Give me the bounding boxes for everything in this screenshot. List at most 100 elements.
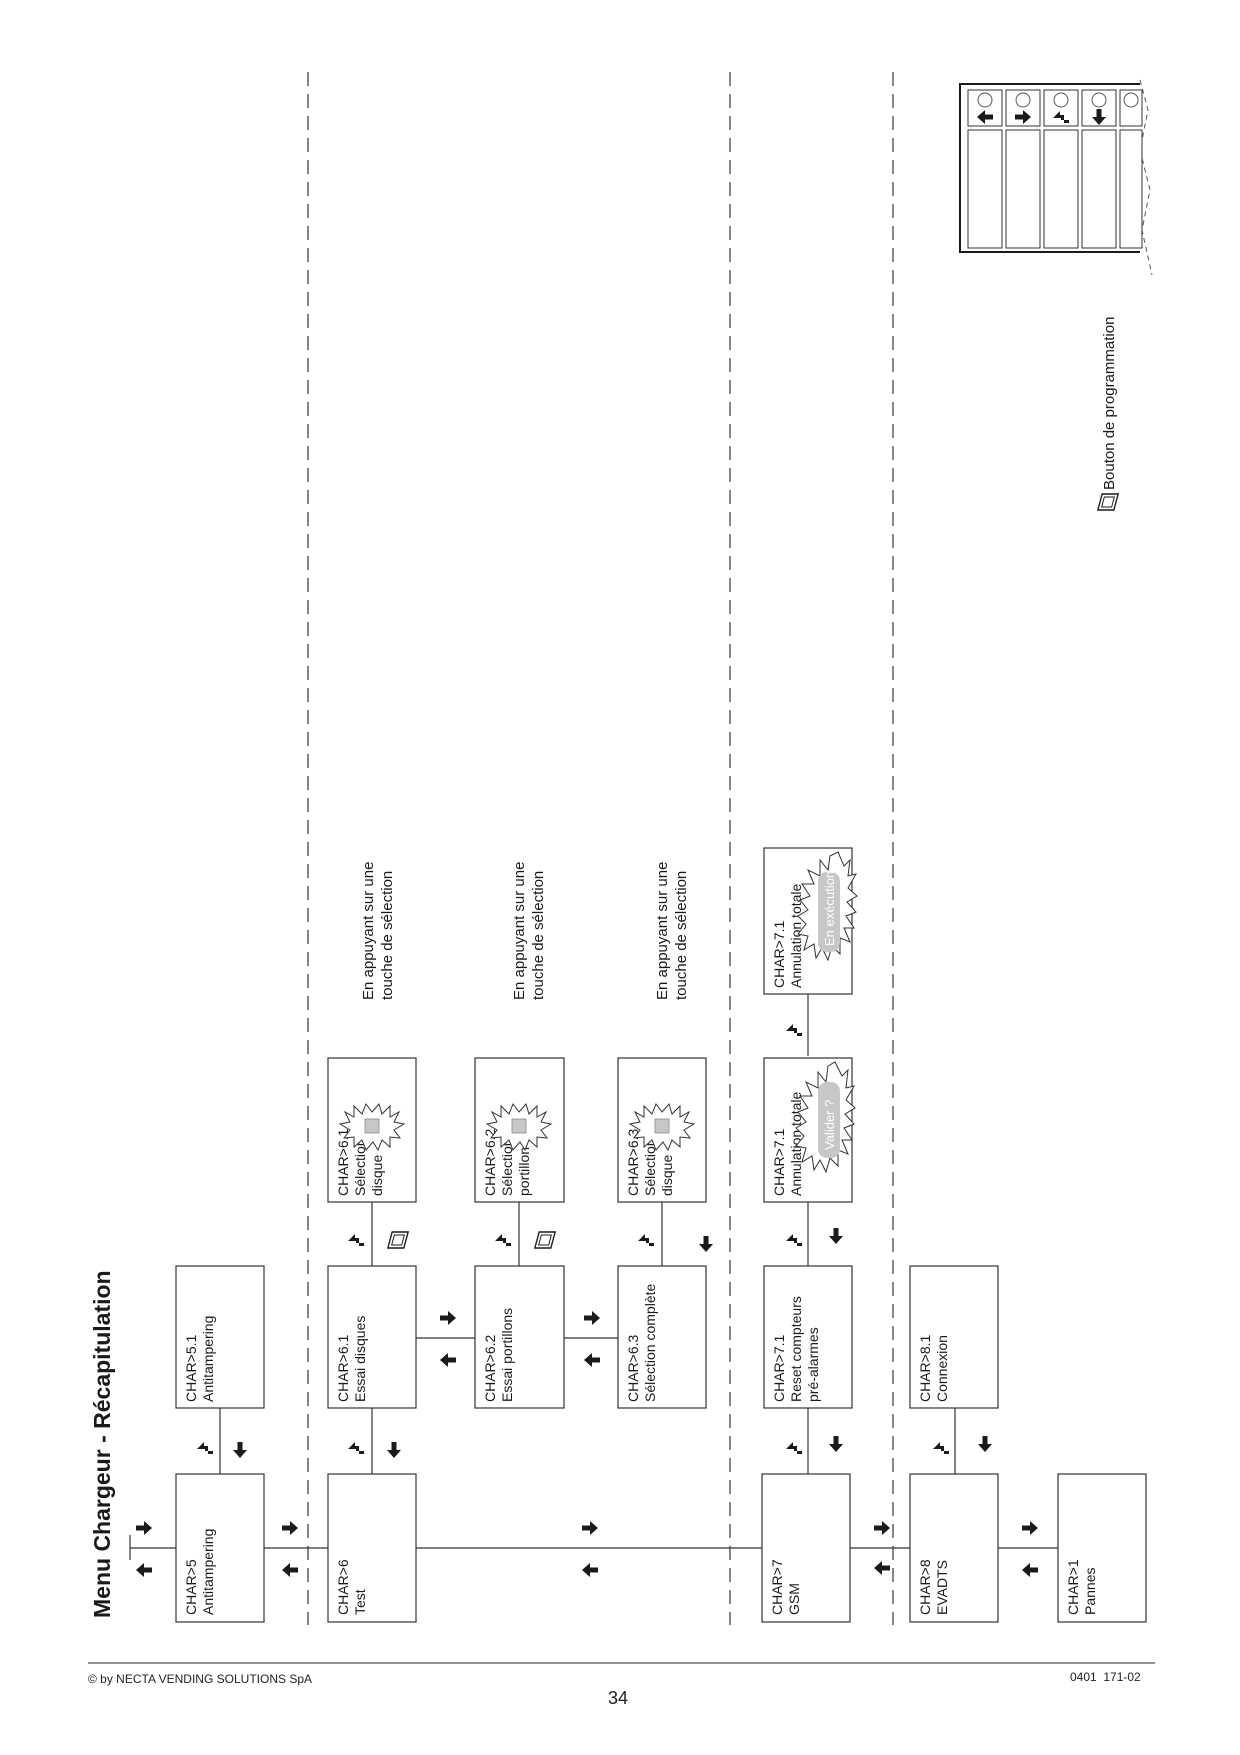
box-label: Connexion <box>934 1335 950 1402</box>
footer-copyright: © by NECTA VENDING SOLUTIONS SpA <box>88 1672 313 1686</box>
menu-box-char6-2-select: CHAR>6.2Sélectionnerportillon <box>474 1057 565 1203</box>
enter-arrow-icon <box>348 1234 364 1246</box>
svg-text:CHAR>8.1Connexion: CHAR>8.1Connexion <box>917 1334 950 1402</box>
navigation-arrows <box>136 1024 1038 1577</box>
enter-arrow-icon <box>638 1234 654 1246</box>
menu-box-char5: CHAR>5Antitampering <box>175 1473 265 1623</box>
box-label: Essai disques <box>352 1316 368 1402</box>
arrow-left-icon <box>584 1353 600 1367</box>
arrow-right-icon <box>440 1311 456 1325</box>
selection-button-icon <box>534 1231 556 1249</box>
enter-arrow-icon <box>786 1442 802 1454</box>
svg-text:CHAR>5.1Antitampering: CHAR>5.1Antitampering <box>183 1316 216 1402</box>
menu-box-char8-1: CHAR>8.1Connexion <box>909 1265 999 1409</box>
arrow-down-icon <box>387 1442 401 1458</box>
arrow-down-icon <box>829 1436 843 1452</box>
box-label: EVADTS <box>934 1560 950 1615</box>
box-code: CHAR>6.3 <box>625 1128 641 1196</box>
svg-text:CHAR>7.1Reset compteurspré-ala: CHAR>7.1Reset compteurspré-alarmes <box>771 1296 821 1402</box>
box-label: Sélection complète <box>642 1283 658 1402</box>
box-label: Antitampering <box>200 1529 216 1615</box>
menu-box-char6-3: CHAR>6.3Sélection complète <box>617 1265 707 1409</box>
box-code: CHAR>5.1 <box>183 1334 199 1402</box>
svg-text:CHAR>5Antitampering: CHAR>5Antitampering <box>183 1529 216 1615</box>
arrow-right-icon <box>584 1311 600 1325</box>
menu-box-char5-1: CHAR>5.1Antitampering <box>175 1265 265 1409</box>
menu-box-char6-1: CHAR>6.1Essai disques <box>327 1265 417 1409</box>
svg-text:CHAR>7.1Annulation totale: CHAR>7.1Annulation totale <box>771 1091 804 1196</box>
confirm-prompt: Valider ? <box>822 1100 837 1150</box>
box-code: CHAR>1 <box>1065 1559 1081 1615</box>
svg-text:CHAR>7.1Annulation totale: CHAR>7.1Annulation totale <box>771 883 804 988</box>
box-code: CHAR>7.1 <box>771 1128 787 1196</box>
box-label: Pannes <box>1082 1568 1098 1615</box>
box-label: Annulation totale <box>788 1091 804 1196</box>
page-title: Menu Chargeur - Récapitulation <box>89 1270 115 1618</box>
enter-arrow-icon <box>786 1234 802 1246</box>
box-label-2: portillon <box>516 1147 532 1196</box>
box-code: CHAR>7.1 <box>771 1334 787 1402</box>
box-code: CHAR>8.1 <box>917 1334 933 1402</box>
box-label-2: disque <box>659 1155 675 1196</box>
selection-button-icon <box>387 1231 409 1249</box>
box-label: Annulation totale <box>788 883 804 988</box>
arrow-left-icon <box>582 1563 598 1577</box>
arrow-down-icon <box>699 1236 713 1252</box>
arrow-right-icon <box>282 1521 298 1535</box>
box-code: CHAR>6.2 <box>482 1128 498 1196</box>
arrow-left-icon <box>874 1561 890 1575</box>
box-code: CHAR>8 <box>917 1559 933 1615</box>
box-label: Test <box>352 1589 368 1615</box>
menu-box-char8: CHAR>8EVADTS <box>909 1473 999 1623</box>
menu-box-char6-1-select: CHAR>6.1Sélectionnerdisque <box>327 1057 417 1203</box>
svg-text:CHAR>8EVADTS: CHAR>8EVADTS <box>917 1559 950 1615</box>
menu-box-char7-1-validate: CHAR>7.1Annulation totale Valider ? <box>763 1057 856 1203</box>
svg-text:CHAR>7GSM: CHAR>7GSM <box>769 1559 802 1615</box>
arrow-down-icon <box>233 1442 247 1458</box>
menu-box-char7: CHAR>7GSM <box>761 1473 851 1623</box>
box-label-2: pré-alarmes <box>805 1327 821 1402</box>
page-number: 34 <box>608 1688 629 1708</box>
box-label: Antitampering <box>200 1316 216 1402</box>
executing-status: En exécution <box>822 871 837 946</box>
arrow-right-icon <box>136 1521 152 1535</box>
legend-label: Bouton de programmation <box>1101 317 1118 490</box>
arrow-left-icon <box>440 1353 456 1367</box>
box-label: Reset compteurs <box>788 1296 804 1402</box>
svg-text:CHAR>6.3Sélection complète: CHAR>6.3Sélection complète <box>625 1283 658 1402</box>
enter-arrow-icon <box>933 1442 949 1454</box>
doc-code: 0401 171-02 <box>1070 1670 1141 1684</box>
arrow-left-icon <box>136 1563 152 1577</box>
menu-box-char6-2: CHAR>6.2Essai portillons <box>474 1265 565 1409</box>
arrow-down-icon <box>978 1436 992 1452</box>
enter-arrow-icon <box>786 1024 802 1036</box>
arrow-down-icon <box>829 1228 843 1244</box>
arrow-left-icon <box>282 1563 298 1577</box>
programming-keypad <box>959 79 1153 276</box>
menu-box-char7-1-executing: CHAR>7.1Annulation totale En exécution <box>763 847 858 995</box>
menu-box-char7-1: CHAR>7.1Reset compteurspré-alarmes <box>763 1265 853 1409</box>
box-code: CHAR>5 <box>183 1559 199 1615</box>
menu-box-char1: CHAR>1Pannes <box>1057 1473 1147 1623</box>
connector-lines <box>129 994 1058 1560</box>
arrow-right-icon <box>874 1521 890 1535</box>
box-code: CHAR>6.3 <box>625 1334 641 1402</box>
enter-arrow-icon <box>197 1442 213 1454</box>
menu-box-char6: CHAR>6Test <box>327 1473 417 1623</box>
svg-text:CHAR>6.1Essai disques: CHAR>6.1Essai disques <box>335 1316 368 1402</box>
box-code: CHAR>7.1 <box>771 920 787 988</box>
menu-box-char6-3-select: CHAR>6.3Sélectionnerdisque <box>617 1057 707 1203</box>
arrow-right-icon <box>1022 1521 1038 1535</box>
enter-arrow-icon <box>348 1442 364 1454</box>
arrow-left-icon <box>1022 1563 1038 1577</box>
section-dividers <box>307 72 894 1625</box>
box-code: CHAR>6.1 <box>335 1334 351 1402</box>
box-code: CHAR>6 <box>335 1559 351 1615</box>
svg-text:CHAR>6Test: CHAR>6Test <box>335 1559 368 1615</box>
box-code: CHAR>6.1 <box>335 1128 351 1196</box>
selection-button-icon <box>1097 493 1119 511</box>
box-code: CHAR>7 <box>769 1559 785 1615</box>
box-code: CHAR>6.2 <box>482 1334 498 1402</box>
